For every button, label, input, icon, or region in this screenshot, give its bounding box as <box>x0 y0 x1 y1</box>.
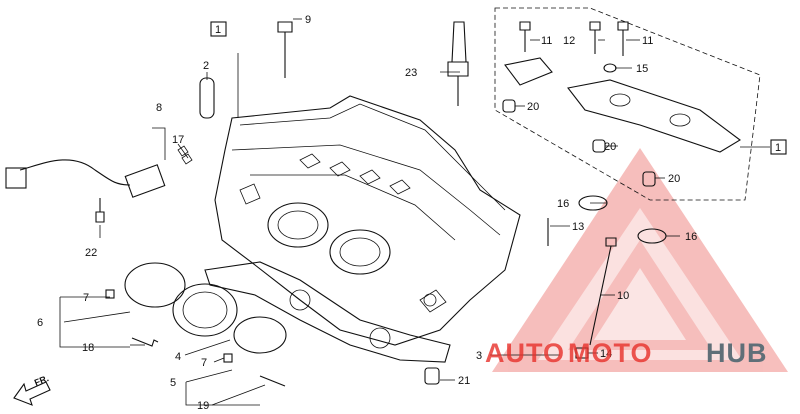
part-label-6: 6 <box>37 317 43 329</box>
part-label-5: 5 <box>170 377 176 389</box>
part-label-20: 20 <box>527 101 539 113</box>
holder-hole <box>609 93 631 107</box>
part-label-20: 20 <box>668 173 680 185</box>
part-label-18: 18 <box>82 342 94 354</box>
part-label-9: 9 <box>305 14 311 26</box>
sensor-wire <box>19 159 131 186</box>
part-label-7: 7 <box>83 292 89 304</box>
bolt-18 <box>131 337 159 347</box>
part-label-19: 19 <box>197 400 209 412</box>
bolt-11a <box>519 21 531 52</box>
dowel-20a <box>502 99 516 113</box>
cylinder-head-drawing <box>214 95 521 346</box>
part-label-15: 15 <box>636 63 648 75</box>
part-label-7: 7 <box>201 357 207 369</box>
spring-17 <box>177 145 193 165</box>
part-label-14: 14 <box>600 348 612 360</box>
part-labels: 1 1 2 3 4 5 6 7 7 8 9 10 11 11 12 13 14 … <box>37 14 781 412</box>
insulator-inner <box>182 291 228 329</box>
part-label-3: 3 <box>476 350 482 362</box>
rocker-holder <box>567 79 741 153</box>
part-label-8: 8 <box>156 102 162 114</box>
watermark-text-moto: MOTO <box>568 338 653 368</box>
leader-lines <box>59 18 770 406</box>
washer-15 <box>603 63 617 73</box>
spark-plug-23 <box>447 21 469 106</box>
assembly-boundary <box>494 7 761 201</box>
bolt-14 <box>575 347 589 359</box>
part-label-16: 16 <box>685 231 697 243</box>
clip-7a <box>105 289 115 299</box>
part-label-10: 10 <box>617 290 629 302</box>
watermark-text-hub: HUB <box>706 338 768 368</box>
part-label-11: 11 <box>642 35 653 47</box>
bolt-11b <box>617 21 629 56</box>
part-label-22: 22 <box>85 247 97 259</box>
dowel-21 <box>424 367 440 385</box>
bolt-22 <box>95 198 105 223</box>
part-label-13: 13 <box>572 221 584 233</box>
callout-box-1b <box>770 139 787 155</box>
band-lower <box>233 316 287 354</box>
front-direction-arrow-icon: FR. <box>13 373 51 406</box>
callout-box-1a <box>210 21 227 37</box>
watermark: AUTO MOTO HUB <box>485 338 768 368</box>
bolt-12 <box>589 21 601 54</box>
part-label-12: 12 <box>563 35 575 47</box>
part-label-1: 1 <box>775 142 781 154</box>
part-label-2: 2 <box>203 60 209 72</box>
part-label-1: 1 <box>215 24 221 36</box>
part-label-11: 11 <box>541 35 552 47</box>
gasket-drawing <box>204 261 451 363</box>
dowel-20c <box>642 171 656 187</box>
dowel-2 <box>199 77 215 119</box>
part-label-21: 21 <box>458 375 470 387</box>
part-label-16: 16 <box>557 198 569 210</box>
holder-hole <box>669 113 691 127</box>
part-label-20: 20 <box>604 141 616 153</box>
band-upper <box>124 262 186 308</box>
bolt-10 <box>589 237 617 346</box>
bolt-9 <box>277 21 293 78</box>
watermark-logo-icon <box>492 148 788 372</box>
gasket-hole <box>289 289 311 311</box>
connector <box>5 167 27 189</box>
bolt-19 <box>259 375 286 387</box>
part-label-4: 4 <box>175 351 181 363</box>
gasket-hole <box>369 327 391 349</box>
insulator <box>172 283 238 337</box>
rocker-arm <box>504 57 553 86</box>
watermark-text-auto: AUTO <box>485 338 565 368</box>
clip-7b <box>223 353 233 363</box>
sensor-body <box>124 164 166 198</box>
part-label-23: 23 <box>405 67 417 79</box>
part-label-17: 17 <box>172 134 184 146</box>
